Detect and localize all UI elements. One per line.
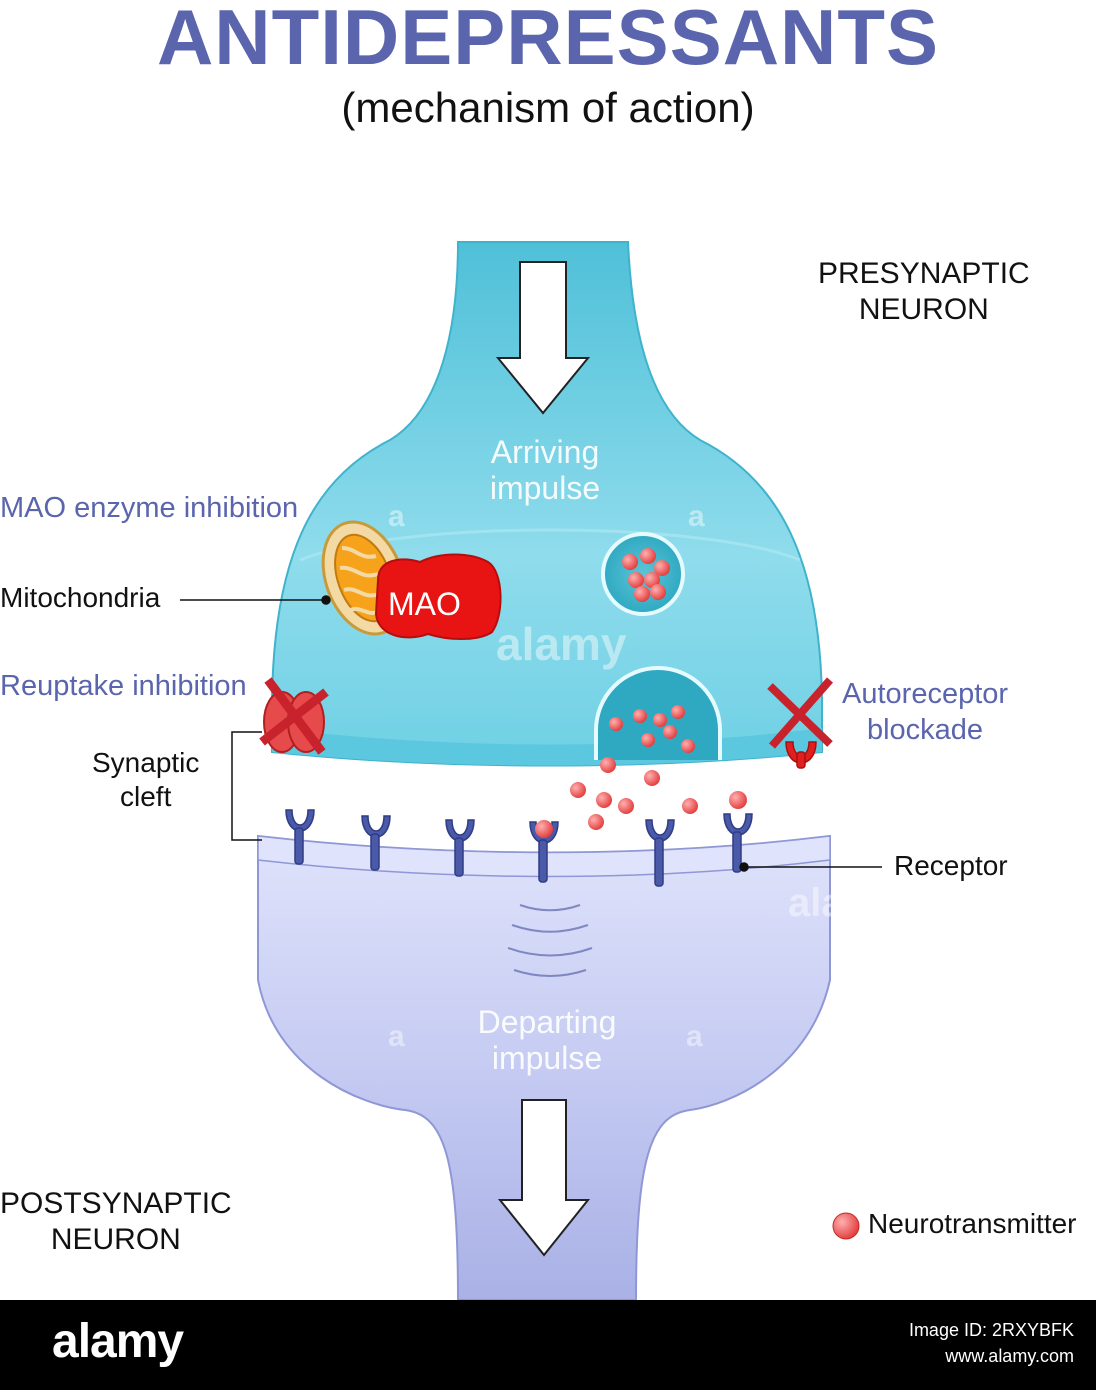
receptor xyxy=(445,819,475,877)
postsynaptic-receptors xyxy=(285,809,753,887)
released-neurotransmitters xyxy=(570,757,747,830)
receptor xyxy=(285,809,315,865)
departing-impulse-label: Departing impulse xyxy=(432,1004,662,1076)
watermark: a xyxy=(688,500,705,533)
arriving-impulse-label: Arriving impulse xyxy=(440,434,650,506)
footer-logo: alamy xyxy=(52,1315,184,1368)
footer-url: www.alamy.com xyxy=(945,1346,1074,1366)
watermark: alamy xyxy=(496,618,627,670)
synaptic-cleft-label: Synaptic cleft xyxy=(92,746,199,814)
arriving-arrow-icon xyxy=(495,261,591,415)
autoreceptor-block-x-icon xyxy=(767,677,834,749)
footer-bar: alamy Image ID: 2RXYBFK www.alamy.com xyxy=(0,1300,1096,1390)
legend-neurotransmitter-icon xyxy=(832,1212,860,1240)
postsynaptic-label-line1: POSTSYNAPTIC xyxy=(0,1187,232,1220)
presynaptic-label-line1: PRESYNAPTIC xyxy=(818,257,1030,290)
watermarks: a alamy a a a ala xyxy=(388,500,844,1053)
footer-image-id: Image ID: 2RXYBFK xyxy=(908,1320,1074,1340)
synaptic-vesicle xyxy=(601,532,685,616)
synaptic-cleft-line1: Synaptic xyxy=(92,747,200,778)
departing-line1: Departing xyxy=(477,1004,617,1040)
watermark: a xyxy=(388,1020,405,1053)
fusing-vesicle xyxy=(594,666,722,760)
receptor xyxy=(361,815,391,871)
departing-line2: impulse xyxy=(491,1040,603,1076)
arriving-line2: impulse xyxy=(489,470,601,506)
receptor xyxy=(723,813,753,873)
mitochondria-label: Mitochondria xyxy=(0,582,161,613)
mao-enzyme-icon xyxy=(374,553,502,640)
reuptake-block-x-icon xyxy=(259,677,329,755)
leader-lines xyxy=(180,595,882,872)
autoreceptor-icon xyxy=(785,741,817,769)
postsynaptic-label-line2: NEURON xyxy=(50,1223,181,1256)
presynaptic-label-line2: NEURON xyxy=(858,293,989,326)
postsynaptic-label: POSTSYNAPTIC NEURON xyxy=(0,1186,232,1258)
presynaptic-label: PRESYNAPTIC NEURON xyxy=(818,256,1030,328)
receptor xyxy=(645,819,675,887)
receptor-label: Receptor xyxy=(894,850,1008,881)
neurotransmitter-legend-label: Neurotransmitter xyxy=(868,1208,1077,1239)
watermark: ala xyxy=(788,881,844,925)
departing-arrow-icon xyxy=(497,1099,591,1257)
arriving-line1: Arriving xyxy=(490,434,600,470)
page-subtitle: (mechanism of action) xyxy=(341,84,755,131)
mao-inhibition-label: MAO enzyme inhibition xyxy=(0,492,299,524)
autoreceptor-line1: Autoreceptor xyxy=(842,678,1009,710)
autoreceptor-blockade-label: Autoreceptor blockade xyxy=(842,676,1008,748)
reuptake-inhibition-label: Reuptake inhibition xyxy=(0,670,247,702)
mao-label: MAO xyxy=(388,586,461,622)
bound-neurotransmitter xyxy=(535,820,553,838)
watermark: a xyxy=(388,500,405,533)
synapse-diagram: a alamy a a a ala xyxy=(180,241,882,1300)
autoreceptor-line2: blockade xyxy=(866,714,984,746)
watermark: a xyxy=(686,1020,703,1053)
synaptic-cleft-line2: cleft xyxy=(120,781,172,812)
page-title: ANTIDEPRESSANTS xyxy=(156,0,940,81)
